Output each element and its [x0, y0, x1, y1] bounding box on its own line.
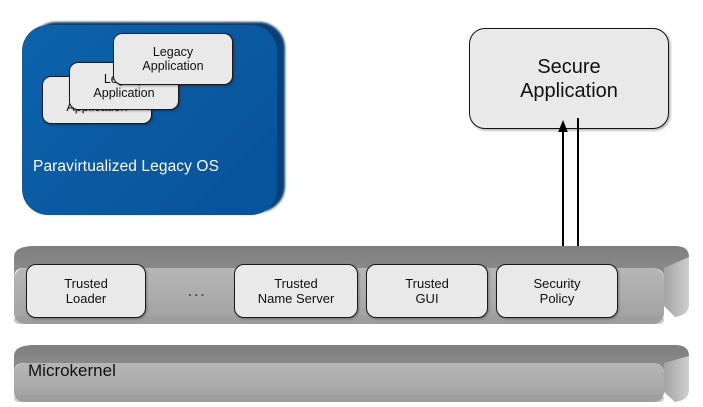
legacy-application-box-2-line2: Application	[93, 86, 155, 100]
trusted-loader-line2: Loader	[65, 291, 107, 306]
trusted-name-server-line1: Trusted	[274, 275, 318, 291]
trusted-gui-text: Trusted GUI	[405, 276, 449, 307]
paravirtualized-legacy-os-label: Paravirtualized Legacy OS	[33, 158, 220, 175]
security-policy-box[interactable]: Security Policy	[496, 264, 618, 318]
trusted-gui-line1: Trusted	[405, 275, 449, 291]
trusted-loader-text: Trusted Loader	[64, 276, 108, 307]
legacy-application-box-3-line1: Legacy	[152, 44, 194, 59]
secure-application-text: Secure Application	[520, 55, 618, 103]
microkernel-label: Microkernel	[28, 361, 116, 380]
legacy-application-box-3-text: Legacy Application	[142, 45, 203, 74]
microkernel-slab	[14, 345, 689, 402]
legacy-application-box-3-line2: Application	[142, 59, 204, 73]
trusted-name-server-box[interactable]: Trusted Name Server	[234, 264, 358, 318]
secure-application-line2: Application	[520, 79, 618, 102]
secure-application-box[interactable]: Secure Application	[469, 28, 669, 129]
secure-application-line1: Secure	[537, 55, 601, 78]
trusted-loader-box[interactable]: Trusted Loader	[26, 264, 146, 318]
trusted-name-server-text: Trusted Name Server	[258, 276, 335, 307]
trusted-gui-box[interactable]: Trusted GUI	[366, 264, 488, 318]
security-policy-text: Security Policy	[534, 276, 581, 307]
security-policy-line1: Security	[533, 275, 581, 291]
trusted-name-server-line2: Name Server	[257, 291, 335, 306]
legacy-application-box-3[interactable]: Legacy Application	[113, 33, 233, 85]
services-ellipsis: ...	[187, 281, 207, 300]
arrow-up-to-secure-application	[558, 120, 568, 268]
trusted-gui-line2: GUI	[415, 291, 439, 306]
security-policy-line2: Policy	[539, 291, 575, 306]
trusted-loader-line1: Trusted	[64, 275, 108, 291]
